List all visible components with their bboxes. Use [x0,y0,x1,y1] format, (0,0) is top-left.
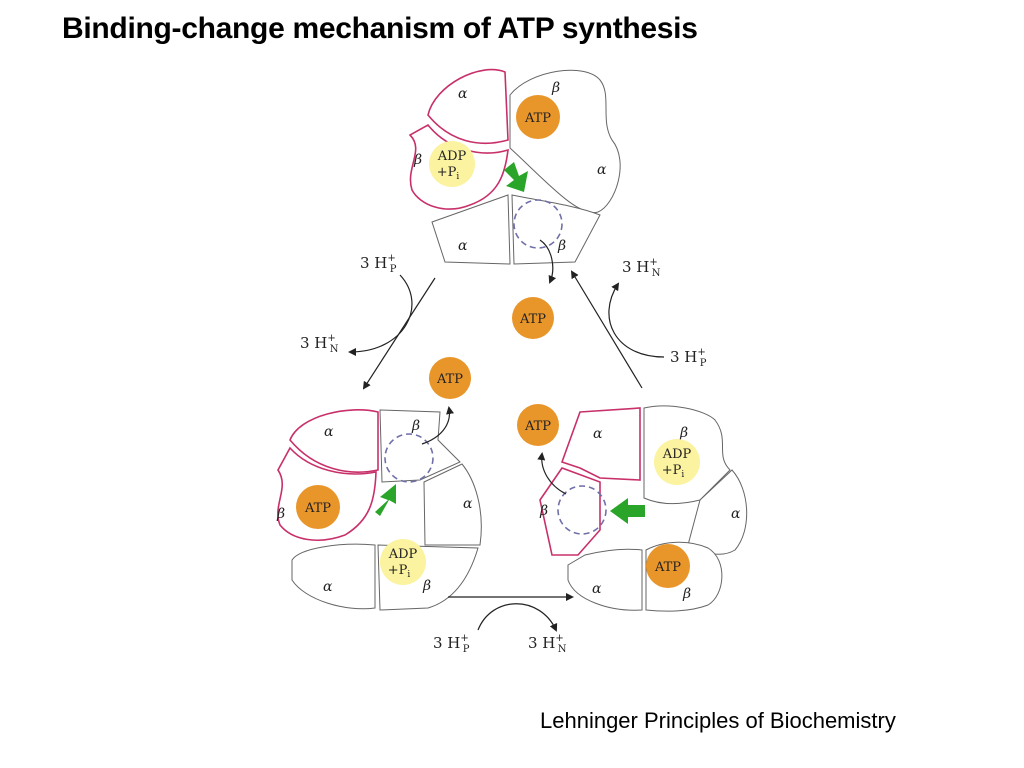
bottom-proton-n-side: N [558,644,567,655]
br-beta-label-3: β [682,586,691,602]
bl-atp-label: ATP [304,501,331,516]
top-adp-label: ADP [437,149,467,164]
bl-alpha-lower-subunit [291,543,376,610]
br-green-arrow [610,498,645,524]
br-alpha-open-subunit [560,407,641,481]
br-beta-label-1: β [679,425,688,441]
released-atp-left-label: ATP [436,372,463,387]
bottom-proton-p-label: 3 H+P [433,633,470,655]
br-empty-site [557,485,607,535]
right-rotation-arrow [570,270,643,389]
right-proton-n-label: 3 H+N [622,257,661,279]
top-atp-circle [516,95,560,139]
top-adp-circle [429,141,475,187]
bottom-proton-flow-arrow [477,603,558,632]
br-atp-label: ATP [654,560,681,575]
left-proton-n-count: 3 H [300,334,327,352]
bl-pi-text: +P [388,563,408,578]
right-proton-n-count: 3 H [622,258,649,276]
top-alpha-label-3: α [458,238,468,254]
bl-atp-circle [296,485,340,529]
left-proton-n-side: N [330,344,339,355]
bottom-proton-n-plus: + [555,633,563,644]
left-proton-n-plus: + [327,333,335,344]
br-pi-sub: i [681,470,684,480]
br-pi-text: +P [662,463,682,478]
right-proton-p-label: 3 H+P [670,347,707,369]
bottom-proton-p-side: P [463,644,470,655]
bl-pi-sub: i [407,570,410,580]
br-pi-label: +Pi [662,463,685,480]
top-green-arrow [504,162,528,192]
top-complex: α β β α α β ATP ADP +Pi [408,68,621,284]
br-release-arrow [537,452,567,495]
released-atp-right-label: ATP [524,419,551,434]
bl-beta-open-subunit [379,409,461,483]
br-alpha-lower-subunit [567,548,643,611]
bl-alpha-label-3: α [323,579,333,595]
bl-empty-site [384,433,434,483]
bl-green-arrow [375,484,396,516]
br-alpha-label-2: α [731,506,741,522]
top-beta-tight-subunit [509,69,621,214]
top-pi-text: +P [437,165,457,180]
top-beta-label-2: β [413,152,422,168]
left-proton-p-side: P [390,264,397,275]
bottom-right-complex: α β β α α β ATP ADP +Pi [537,405,748,612]
br-alpha-label-3: α [592,581,602,597]
bottom-proton-n-label: 3 H+N [528,633,567,655]
top-empty-site [513,199,563,249]
top-beta-label-3: β [557,238,566,254]
bl-pi-label: +Pi [388,563,411,580]
top-pi-sub: i [456,172,459,182]
bl-adp-circle [380,539,426,585]
top-alpha-label-2: α [597,162,607,178]
right-proton-n-side: N [652,268,661,279]
top-beta-label-1: β [551,80,560,96]
left-proton-p-count: 3 H [360,254,387,272]
right-proton-p-side: P [700,358,707,369]
released-atp-right-circle [517,404,559,446]
released-atp-center-circle [512,297,554,339]
left-proton-flow-arrow [348,274,413,356]
bl-beta-label-2: β [276,506,285,522]
bottom-left-complex: α β β α α β ATP ADP +Pi [276,406,482,611]
left-proton-n-label: 3 H+N [300,333,339,355]
released-atp-left-circle [429,357,471,399]
top-atp-label: ATP [524,111,551,126]
right-proton-n-plus: + [649,257,657,268]
br-atp-circle [646,544,690,588]
br-beta-open-subunit [539,467,601,556]
released-atp-center-label: ATP [519,312,546,327]
top-alpha-open-subunit [427,68,509,145]
top-release-arrow [539,239,557,284]
br-alpha-label-1: α [593,426,603,442]
source-credit: Lehninger Principles of Biochemistry [540,708,896,733]
top-pi-label: +Pi [437,165,460,182]
br-adp-label: ADP [662,447,692,462]
right-proton-flow-arrow [608,282,665,358]
page-title: Binding-change mechanism of ATP synthesi… [62,12,698,45]
right-proton-p-plus: + [697,347,705,358]
bl-beta-label-3: β [422,578,431,594]
bl-beta-label-1: β [411,418,420,434]
left-proton-p-label: 3 H+P [360,253,397,275]
bl-alpha-right-subunit [423,463,482,546]
bottom-proton-p-plus: + [460,633,468,644]
br-adp-circle [654,439,700,485]
br-beta-label-2: β [539,503,548,519]
bl-release-arrow [421,406,454,445]
right-proton-p-count: 3 H [670,348,697,366]
bottom-proton-p-count: 3 H [433,634,460,652]
bl-alpha-label-2: α [463,496,473,512]
bl-adp-label: ADP [388,547,418,562]
top-alpha-label-1: α [458,86,468,102]
top-lower-subunit-right [511,194,601,265]
bl-alpha-label-1: α [324,424,334,440]
bottom-proton-n-count: 3 H [528,634,555,652]
top-lower-subunit [431,194,511,265]
left-proton-p-plus: + [387,253,395,264]
bl-alpha-open-subunit [289,409,379,473]
